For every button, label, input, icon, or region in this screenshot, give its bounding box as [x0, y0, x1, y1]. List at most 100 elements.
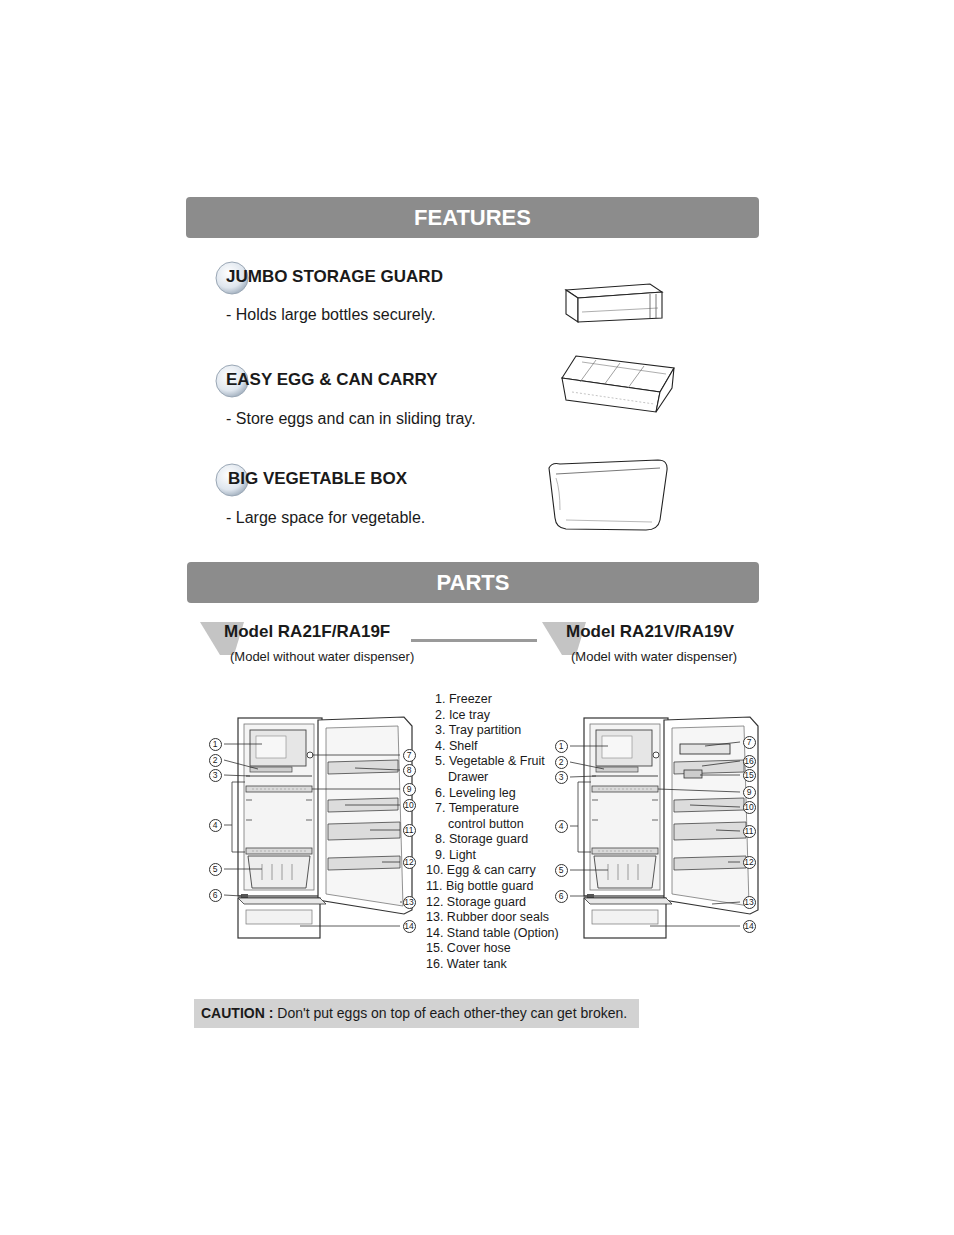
leader-lines [224, 775, 250, 776]
part-name: 8. Storage guard [435, 832, 528, 848]
callout-number: 3 [209, 769, 222, 782]
leader-lines [716, 830, 740, 831]
egg-tray-picture [572, 392, 654, 404]
leader-lines [705, 742, 740, 746]
egg-tray-picture [656, 368, 674, 412]
fridge-without-dispenser [238, 717, 412, 938]
callout-number: 14 [403, 920, 416, 933]
callout-number-text: 4 [210, 820, 221, 831]
model-subtitle: (Model without water dispenser) [230, 649, 414, 665]
callout-number-text: 4 [556, 821, 567, 832]
part-name: 13. Rubber door seals [426, 910, 549, 926]
leader-lines [224, 742, 740, 926]
callout-number-text: 9 [744, 787, 755, 798]
vegetable-box-picture [549, 460, 667, 530]
callout-number: 6 [555, 890, 568, 903]
feature-heading: EASY EGG & CAN CARRY [226, 370, 438, 390]
leader-lines [690, 805, 740, 807]
section-band: PARTS [187, 562, 759, 603]
callout-number-text: 1 [210, 739, 221, 750]
callout-number: 9 [743, 786, 756, 799]
part-name: 11. Big bottle guard [426, 879, 533, 895]
storage-guard-picture [656, 294, 657, 318]
callout-number-text: 11 [744, 826, 755, 837]
callout-number: 2 [209, 754, 222, 767]
callout-number-text: 13 [404, 897, 415, 908]
storage-guard-picture [582, 308, 658, 312]
part-name: 1. Freezer [435, 692, 492, 708]
fridge-with-dispenser [584, 717, 758, 938]
callout-number-text: 1 [556, 741, 567, 752]
callout-number: 1 [209, 738, 222, 751]
vegetable-box-picture [549, 460, 667, 530]
leader-lines [712, 902, 740, 904]
egg-tray-picture [562, 378, 660, 412]
callout-number: 10 [403, 799, 416, 812]
storage-guard-picture [650, 294, 651, 318]
callout-number: 6 [209, 889, 222, 902]
callout-number-text: 11 [404, 825, 415, 836]
callout-number: 15 [743, 769, 756, 782]
leader-lines [578, 782, 591, 852]
leader-lines [312, 755, 400, 756]
part-name: 12. Storage guard [426, 895, 526, 911]
egg-tray-picture [580, 360, 596, 382]
feature-heading: JUMBO STORAGE GUARD [226, 267, 443, 287]
leader-lines [382, 862, 400, 863]
callout-number: 16 [743, 755, 756, 768]
leader-lines [700, 775, 740, 776]
callout-number-text: 10 [744, 802, 755, 813]
leader-lines [570, 870, 608, 871]
callout-number: 3 [555, 771, 568, 784]
vegetable-box-picture [556, 468, 660, 474]
callout-number-text: 10 [404, 800, 415, 811]
fridge-with-dispenser [680, 744, 730, 754]
callout-number: 1 [555, 740, 568, 753]
egg-tray-picture [562, 356, 674, 412]
storage-guard-picture [578, 292, 662, 322]
caution-box-text: Don't put eggs on top of each other-they… [277, 1005, 627, 1021]
egg-tray-picture [604, 363, 620, 385]
leader-lines [570, 776, 596, 777]
callout-number: 7 [743, 736, 756, 749]
callout-number-text: 6 [556, 891, 567, 902]
caution-box: CAUTION :Don't put eggs on top of each o… [194, 999, 639, 1028]
part-name: 4. Shelf [435, 739, 477, 755]
callout-number: 10 [743, 801, 756, 814]
model-tab-text: Model RA21V/RA19V [542, 621, 743, 643]
callout-number-text: 16 [744, 756, 755, 767]
leader-lines [570, 826, 578, 827]
part-name: 3. Tray partition [435, 723, 521, 739]
callout-number: 13 [403, 896, 416, 909]
feature-text: - Large space for vegetable. [226, 508, 425, 527]
leader-lines [312, 789, 400, 790]
feature-text: - Store eggs and can in sliding tray. [226, 409, 476, 428]
callout-number-text: 6 [210, 890, 221, 901]
model-subtitle: (Model with water dispenser) [571, 649, 737, 665]
part-name: 2. Ice tray [435, 708, 490, 724]
leader-lines [224, 825, 232, 826]
part-name: 9. Light [435, 848, 476, 864]
leader-lines [224, 895, 242, 896]
callout-number: 4 [209, 819, 222, 832]
leader-lines [355, 768, 400, 770]
leader-lines [728, 862, 740, 863]
leader-lines [224, 760, 258, 769]
caution-heading: CAUTION : [201, 1005, 273, 1021]
section-band-text: FEATURES [414, 205, 531, 231]
callout-number-text: 7 [404, 750, 415, 761]
part-name: 5. Vegetable & Fruit Drawer [435, 754, 548, 785]
callout-number: 11 [403, 824, 416, 837]
callout-number: 4 [555, 820, 568, 833]
model-divider [411, 639, 537, 642]
part-name: 15. Cover hose [426, 941, 511, 957]
fridge-with-dispenser [684, 770, 702, 778]
callout-number-text: 3 [556, 772, 567, 783]
callout-number-text: 9 [404, 784, 415, 795]
leader-lines [224, 744, 262, 745]
part-name: 16. Water tank [426, 957, 507, 973]
part-name: 14. Stand table (Option) [426, 926, 559, 942]
leader-lines [232, 782, 245, 852]
